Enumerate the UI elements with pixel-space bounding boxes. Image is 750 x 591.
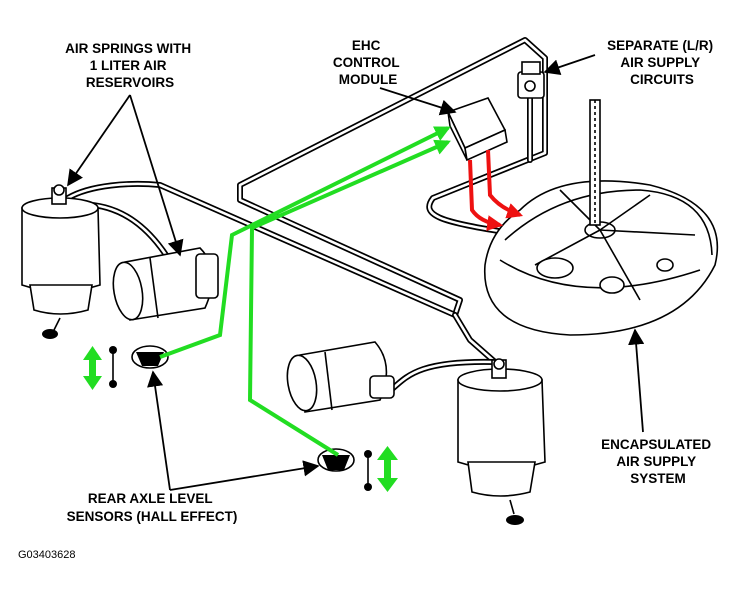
air-springs-label: AIR SPRINGS WITH 1 LITER AIR RESERVOIRS	[65, 41, 195, 90]
signal-wires	[159, 126, 451, 457]
right-air-reservoir-icon	[286, 341, 395, 413]
motion-arrow-icon	[377, 446, 398, 492]
solenoid-valve-icon	[517, 61, 545, 99]
right-level-sensor-icon	[317, 448, 372, 491]
ehc-module-icon	[446, 97, 508, 162]
right-air-spring-icon	[457, 358, 546, 525]
encapsulated-label: ENCAPSULATED AIR SUPPLY SYSTEM	[601, 437, 715, 486]
leader-lines	[67, 54, 645, 491]
air-tubing	[65, 37, 548, 398]
power-wires	[468, 149, 524, 232]
figure-code: G03403628	[18, 549, 76, 561]
left-air-reservoir-icon	[112, 247, 219, 321]
left-level-sensor-icon	[109, 345, 169, 388]
motion-arrow-icon	[83, 346, 102, 390]
air-supply-unit-icon	[484, 99, 719, 336]
ehc-module-label: EHC CONTROL MODULE	[333, 38, 403, 87]
left-air-spring-icon	[21, 184, 101, 339]
sensors-label: REAR AXLE LEVEL SENSORS (HALL EFFECT)	[67, 491, 238, 524]
separate-circuits-label: SEPARATE (L/R) AIR SUPPLY CIRCUITS	[607, 38, 717, 87]
